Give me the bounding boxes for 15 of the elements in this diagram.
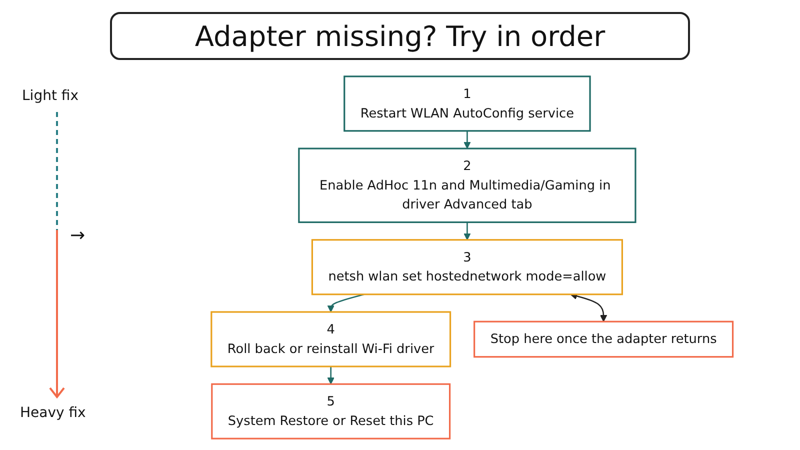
scale-label: Heavy fix (20, 405, 86, 421)
node-box: 1 Restart WLAN AutoConfig service (344, 76, 592, 132)
node-box: 3 netsh wlan set hostednetwork mode=allow (312, 239, 624, 296)
arrow (464, 222, 472, 240)
arrow (328, 294, 365, 312)
scale-label: Light fix (22, 88, 78, 104)
node-box: 4 Roll back or reinstall Wi-Fi driver (211, 311, 452, 368)
arrow-symbol: → (70, 225, 86, 246)
title-banner: Adapter missing? Try in order (110, 12, 690, 60)
node-box: Stop here once the adapter returns (474, 320, 734, 358)
arrow (328, 366, 335, 384)
node-box: 5 System Restore or Reset this PC (212, 383, 451, 440)
arrow (464, 130, 472, 149)
node-box: 2 Enable AdHoc 11n and Multimedia/Gaming in driver Advanced tab (298, 148, 637, 224)
arrow (570, 292, 608, 322)
